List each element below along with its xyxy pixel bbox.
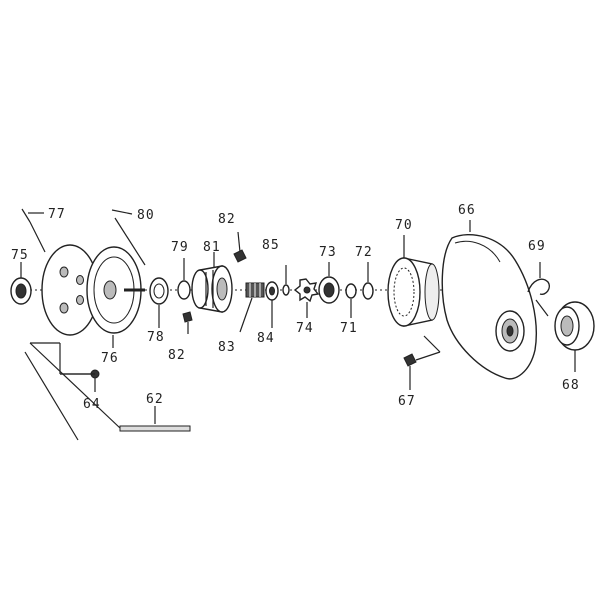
part-73-nut <box>318 262 340 304</box>
label-64: 64 <box>83 397 101 412</box>
label-80: 80 <box>137 208 155 223</box>
part-68-cap <box>554 301 595 372</box>
part-77-pin <box>21 208 46 253</box>
label-84: 84 <box>257 331 275 346</box>
part-67-screw <box>403 335 441 390</box>
part-70-drag-gear <box>387 235 440 327</box>
part-74-star-washer <box>293 278 320 303</box>
part-78-bearing <box>149 277 169 305</box>
label-82-top: 82 <box>218 212 236 227</box>
label-62: 62 <box>146 392 164 407</box>
label-78: 78 <box>147 330 165 345</box>
label-70: 70 <box>395 218 413 233</box>
label-76: 76 <box>101 351 119 366</box>
label-77: 77 <box>48 207 66 222</box>
label-71: 71 <box>340 321 358 336</box>
part-75-bearing <box>10 277 32 305</box>
part-62-rod <box>119 406 191 432</box>
part-84-washer <box>265 281 279 301</box>
part-64-screw <box>60 369 100 392</box>
part-81-pinion <box>191 265 233 313</box>
part-83-spring <box>239 282 265 333</box>
part-76-frame-plate <box>86 246 145 334</box>
label-67: 67 <box>398 394 416 409</box>
part-82-screw-bottom <box>182 311 193 334</box>
part-85-clip <box>282 265 290 296</box>
part-80-pin <box>111 209 146 266</box>
label-81: 81 <box>203 240 221 255</box>
part-69-clip <box>527 262 550 317</box>
label-69: 69 <box>528 239 546 254</box>
label-66: 66 <box>458 203 476 218</box>
label-85: 85 <box>262 238 280 253</box>
part-79-ring <box>177 280 191 300</box>
part-82-screw-top <box>233 231 247 263</box>
part-72-ring <box>362 262 374 300</box>
label-82-bottom: 82 <box>168 348 186 363</box>
label-73: 73 <box>319 245 337 260</box>
label-83: 83 <box>218 340 236 355</box>
leader-lines-left <box>24 342 121 441</box>
label-72: 72 <box>355 245 373 260</box>
part-76-side-plate <box>41 244 99 336</box>
label-74: 74 <box>296 321 314 336</box>
label-68: 68 <box>562 378 580 393</box>
label-79: 79 <box>171 240 189 255</box>
part-66-side-cover <box>441 220 537 380</box>
label-75: 75 <box>11 248 29 263</box>
part-71-ring <box>345 283 357 299</box>
